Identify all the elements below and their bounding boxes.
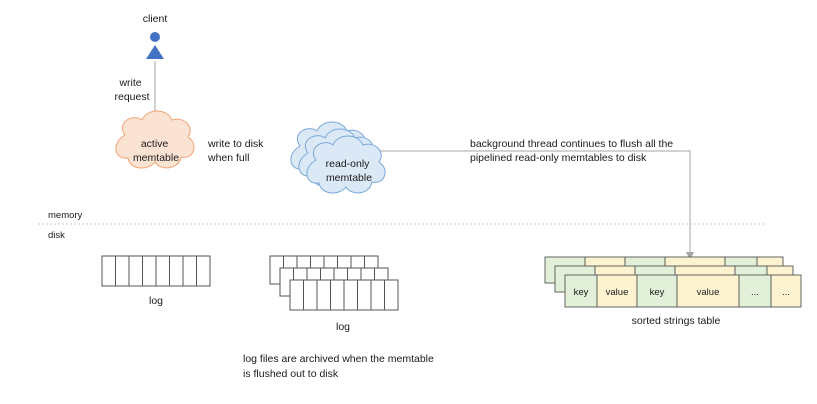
log-single-label: log	[149, 295, 163, 307]
sstable-cell-text: key	[574, 287, 589, 298]
sstable-cell	[770, 274, 802, 308]
sstable-cell	[676, 274, 740, 308]
readonly-memtable-label: read-only memtable	[326, 158, 373, 184]
sstable-cell-text: value	[606, 287, 629, 298]
archive-note: log files are archived when the memtable…	[243, 353, 437, 380]
background-flush-arrow	[380, 150, 694, 260]
sstable-cell-text: key	[650, 287, 665, 298]
active-memtable-cloud	[115, 110, 195, 169]
readonly-memtable-clouds	[290, 121, 386, 194]
background-thread-note: background thread continues to flush all…	[470, 138, 676, 164]
disk-tier-label: disk	[48, 230, 65, 241]
log-file-single	[101, 255, 211, 287]
log-stack-label: log	[336, 321, 350, 333]
memory-tier-label: memory	[48, 210, 83, 221]
write-request-label: write request	[114, 77, 149, 103]
write-to-disk-label: write to disk when full	[207, 138, 266, 164]
sstable-cell	[636, 274, 678, 308]
sstable-cell	[596, 274, 638, 308]
sstable-cell-text: value	[697, 287, 720, 298]
sstable-cell-text: ...	[751, 287, 759, 298]
log-file-stack	[269, 255, 399, 311]
sstable-cell-text: ...	[782, 287, 790, 298]
client-person-icon	[146, 32, 164, 59]
client-label: client	[143, 13, 168, 25]
sstable-layer-front: key value key value ... ...	[564, 274, 802, 308]
sstable-stack: key value key value ... ...	[544, 256, 802, 308]
sstable-label: sorted strings table	[632, 315, 721, 327]
active-memtable-label: active memtable	[133, 138, 179, 164]
